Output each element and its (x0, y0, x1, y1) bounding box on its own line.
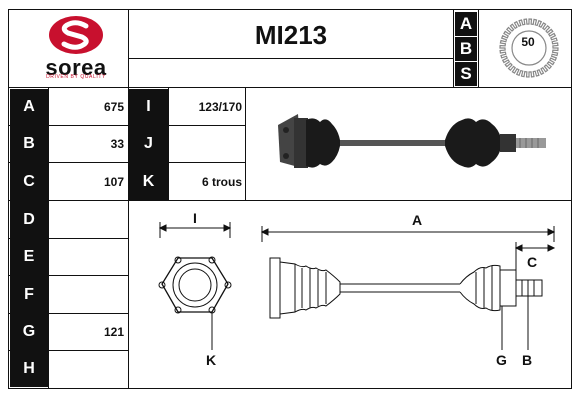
dimension-label-b: B (522, 352, 533, 368)
divider (9, 162, 245, 163)
divider (9, 275, 128, 276)
divider (245, 88, 246, 200)
spec-letter-e: E (10, 239, 48, 275)
spec-letter-i: I (129, 89, 168, 125)
spec-value-c: 107 (103, 174, 124, 189)
divider (168, 88, 169, 200)
spec-letter-f: F (10, 276, 48, 313)
divider (453, 10, 454, 88)
abs-letter-a: A (455, 12, 477, 36)
spec-value-i: 123/170 (198, 100, 242, 114)
spec-value-g: 121 (103, 325, 124, 339)
dimension-diagram (158, 222, 556, 350)
spec-letter-b: B (10, 126, 48, 162)
dimension-label-a: A (412, 212, 423, 228)
spec-value-b: 33 (110, 137, 124, 151)
part-number: MI213 (254, 19, 328, 50)
dimension-label-g: G (496, 352, 507, 368)
spec-value-k: 6 trous (201, 174, 242, 189)
spec-value-f (50, 276, 124, 313)
divider (129, 58, 453, 59)
divider (9, 350, 128, 351)
dimension-label-i: I (193, 210, 197, 226)
spec-value-h (50, 351, 124, 387)
abs-teeth-count: 50 (521, 35, 535, 49)
spec-value-e (50, 239, 124, 275)
spec-letter-g: G (10, 314, 48, 350)
divider (128, 88, 129, 388)
spec-value-d (50, 201, 124, 238)
spec-value-a: 675 (103, 100, 124, 114)
divider (478, 10, 479, 88)
spec-letter-a: A (10, 89, 48, 125)
abs-letter-s: S (455, 62, 477, 86)
abs-letter-b: B (455, 37, 477, 61)
brand-name: sorea (45, 55, 107, 80)
spec-letter-d: D (10, 201, 48, 238)
spec-letter-c: C (10, 163, 48, 200)
divider (9, 87, 571, 88)
sorea-logo-icon (49, 16, 103, 54)
sheet-frame (8, 9, 572, 389)
divider (9, 238, 128, 239)
driveshaft-image (278, 114, 546, 168)
abs-ring-icon (499, 18, 559, 78)
divider (128, 10, 129, 88)
divider (9, 125, 245, 126)
spec-value-j (170, 126, 242, 162)
spec-letter-k: K (129, 163, 168, 200)
dimension-label-c: C (527, 254, 538, 270)
spec-letter-h: H (10, 351, 48, 387)
divider (9, 313, 128, 314)
dimension-label-k: K (206, 352, 217, 368)
divider (9, 200, 571, 201)
brand-tagline: DRIVEN BY QUALITY (46, 74, 106, 80)
spec-letter-j: J (129, 126, 168, 162)
